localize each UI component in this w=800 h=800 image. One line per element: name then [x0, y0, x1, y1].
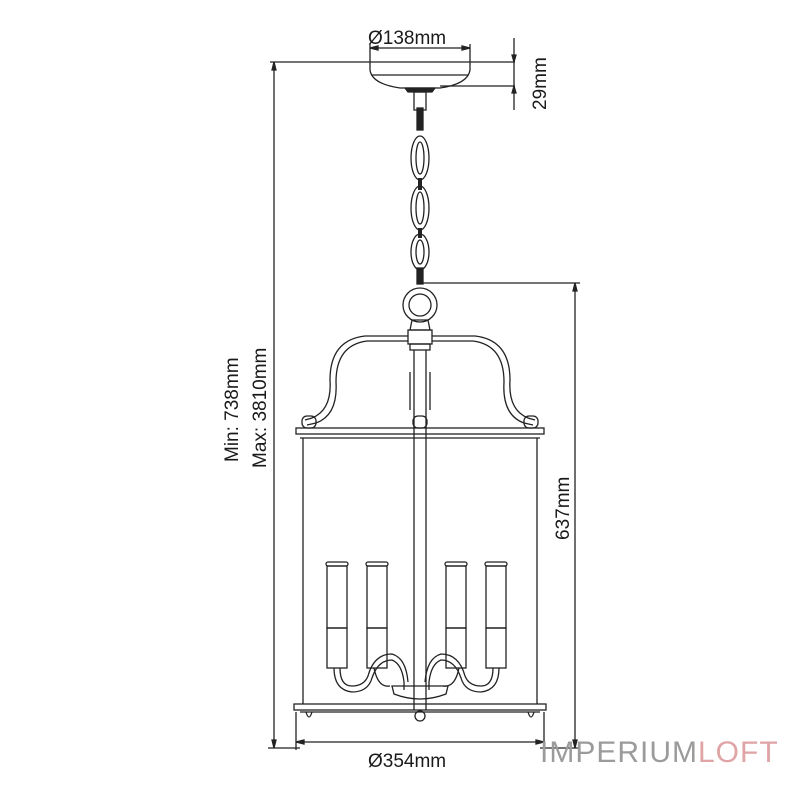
- canopy-width-dimension: [369, 44, 471, 62]
- body-diameter-label: Ø354mm: [368, 751, 447, 772]
- candle-3: [444, 561, 468, 669]
- canopy: [270, 61, 515, 93]
- candle-lamps: [325, 561, 508, 669]
- candle-2: [365, 561, 389, 669]
- overall-height-max-label: Max: 3810mm: [250, 347, 271, 468]
- imperiumloft-logo: IMPERIUMLOFT: [540, 736, 779, 770]
- base-ring: [293, 703, 547, 722]
- central-rod: [409, 350, 431, 710]
- overall-height-min-label: Min: 738mm: [222, 357, 243, 462]
- canopy-height-dimension: [511, 38, 517, 110]
- logo-part-loft: LOFT: [698, 736, 779, 769]
- overall-height-dimension: [268, 61, 300, 749]
- crown-arch: [301, 335, 539, 429]
- logo-part-imperium: IMPERIUM: [540, 736, 698, 769]
- canopy-height-label: 29mm: [530, 57, 551, 110]
- body-height-dimension: [422, 282, 580, 749]
- body-height-label: 637mm: [553, 476, 574, 540]
- base-width-dimension: [295, 712, 545, 750]
- chain: [410, 91, 430, 285]
- top-frame-ring: [295, 427, 545, 439]
- candle-1: [325, 561, 349, 669]
- canopy-diameter-label: Ø138mm: [368, 28, 447, 49]
- candle-4: [484, 561, 508, 669]
- side-frame: [302, 438, 538, 704]
- suspension-ring: [402, 287, 438, 351]
- candle-arms: [333, 653, 500, 700]
